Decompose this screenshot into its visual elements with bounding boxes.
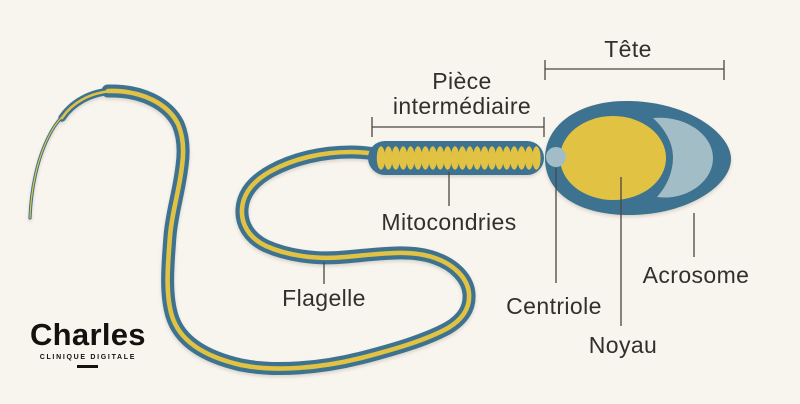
- label-noyau: Noyau: [588, 332, 658, 358]
- logo-tagline-text: CLINIQUE DIGITALE: [39, 354, 137, 361]
- flagellum-tail: [28, 84, 476, 376]
- charles-logo: Charles CLINIQUE DIGITALE: [30, 317, 146, 368]
- label-acrosome: Acrosome: [642, 262, 750, 288]
- tail-tip-core: [29, 110, 69, 219]
- tete-bracket: [544, 60, 725, 80]
- tail-main-core: [105, 88, 472, 371]
- logo-brand-text: Charles: [30, 317, 146, 352]
- piece-intermediaire-bracket: [371, 117, 545, 137]
- centriole-shape: [546, 147, 566, 167]
- label-piece-intermediaire: Pièce intermédiaire: [393, 69, 531, 119]
- acrosome-shape: [653, 117, 713, 198]
- label-piece-line2: intermédiaire: [392, 93, 532, 119]
- label-piece-line1: Pièce: [432, 68, 492, 94]
- mitochondria-coil: [376, 146, 541, 170]
- logo-underline-bar: [77, 365, 99, 368]
- label-flagelle: Flagelle: [282, 285, 366, 311]
- tail-tip-outline: [28, 109, 70, 220]
- label-tete: Tête: [604, 36, 652, 62]
- label-centriole: Centriole: [506, 293, 602, 319]
- nucleus-shape: [560, 116, 666, 200]
- label-mitocondries: Mitocondries: [381, 209, 517, 235]
